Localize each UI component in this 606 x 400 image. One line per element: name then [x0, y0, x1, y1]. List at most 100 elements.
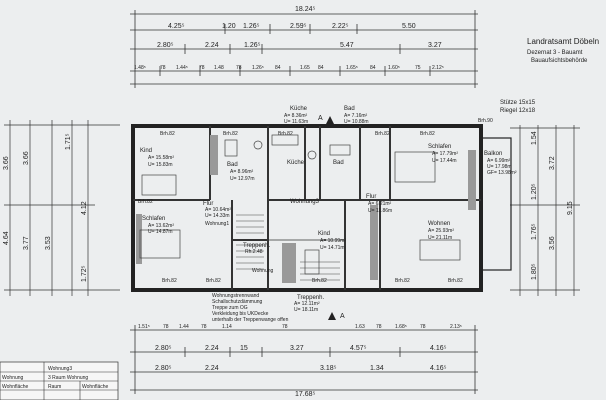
dim-b1-4: 1.14 [222, 324, 232, 330]
right-dimensions: 3.72 3.56 9.15 1.54 1.20⁵ 1.76⁵ 1.80⁵ [510, 125, 580, 296]
authority-stamp: Landratsamt Döbeln Dezernat 3 - Bauamt B… [527, 37, 599, 64]
room-schlafen-l-area: A= 13.62m² [148, 223, 174, 229]
wall-note-0: Wohnungstrennwand [212, 293, 259, 299]
section-label-top: A [318, 115, 323, 122]
room-bad1-area: A= 8.96m² [230, 169, 254, 175]
dim-b1-2: 1.44 [179, 324, 189, 330]
dim-t3-12: 1.60⁵ [388, 65, 400, 71]
room-bad2-name: Bad [333, 160, 344, 166]
room-bad-top-perim: U= 10.88m [344, 119, 369, 125]
room-kueche-top-perim: U= 11.63m [284, 119, 308, 125]
dim-t3-1: 78 [160, 65, 166, 71]
dim-t3-10: 1.65⁵ [346, 65, 358, 71]
dim-r2-2: 1.76⁵ [531, 223, 538, 240]
dim-t3-5: 78 [236, 65, 242, 71]
wall-note-1: Schallschutzdämmung [212, 299, 263, 305]
dim-b2-5: 4.16⁵ [430, 345, 447, 352]
room-treppen-l-name: Treppenh. [243, 243, 270, 249]
dim-b1-0: 1.51⁵ [138, 324, 150, 330]
dim-r-0: 3.72 [549, 156, 556, 170]
brh-1: Brh.82 [223, 131, 238, 137]
brh-7: Brh.82 [206, 278, 221, 284]
dim-l-2: 4.64 [3, 231, 10, 245]
dim-r2-0: 1.54 [531, 131, 538, 145]
room-kueche-top-name: Küche [290, 106, 308, 112]
dim-b3-4: 4.16⁵ [430, 365, 447, 372]
dim-t3-0: 1.48⁵ [134, 65, 146, 71]
dim-b1-10: 2.13⁵ [450, 324, 462, 330]
room-flur-l-name: Flur [203, 201, 213, 207]
room-bad1-perim: U= 12.97m [230, 176, 255, 182]
dim-t2-2: 1.26⁵ [244, 42, 261, 49]
dim-t2-0: 2.80⁵ [157, 42, 174, 49]
room-wohnen-name: Wohnen [428, 221, 450, 227]
room-flur-l-area: A= 10.64m² [205, 207, 231, 213]
area-table: Wohnung3 Wohnung 3 Raum Wohnung Wohnfläc… [0, 361, 119, 400]
dim-b3-0: 2.80⁵ [155, 365, 172, 372]
room-balkon-name: Balkon [484, 151, 502, 157]
dim-t3-9: 84 [318, 65, 324, 71]
top-dimensions: 18.24⁵ 4.25⁵ 1.20 1.26⁵ 2.59⁵ 2.22⁵ 5.50… [130, 6, 478, 88]
dim-b1-5: 78 [282, 324, 288, 330]
room-wohnen-area: A= 25.93m² [428, 228, 454, 234]
brh-9: Brh.82 [395, 278, 410, 284]
room-schlafen-l-name: Schlafen [142, 216, 165, 222]
dim-l-0: 3.66 [3, 156, 10, 170]
staircase [236, 214, 340, 281]
brh-11: Brh.90 [478, 118, 493, 124]
dim-b1-3: 78 [201, 324, 207, 330]
dim-b1-6: 1.63 [355, 324, 365, 330]
dim-b1-7: 78 [376, 324, 382, 330]
dim-b1-9: 78 [420, 324, 426, 330]
building-walls [131, 124, 512, 292]
room-treppen-b-name: Treppenh. [297, 295, 324, 301]
table-col1-sub: 3 Raum Wohnung [48, 375, 88, 381]
room-flur-r-name: Flur [366, 194, 376, 200]
dim-t2-3: 5.47 [340, 42, 354, 49]
dim-t3-4: 1.48 [214, 65, 224, 71]
dim-t3-8: 1.65 [300, 65, 310, 71]
brh-10: Brh.82 [448, 278, 463, 284]
dim-b1-1: 78 [163, 324, 169, 330]
room-wohnung1-name: Wohnung1 [205, 221, 229, 227]
brh-8: Brh.82 [312, 278, 327, 284]
dim-l3-2: 1.72⁵ [81, 265, 88, 282]
room-kind2-perim: U= 14.71m [320, 245, 345, 251]
dim-l3-0: 1.71⁵ [65, 133, 72, 150]
left-dimensions: 3.66 3.77 4.64 3.66 3.53 1.71⁵ 4.12 1.72… [3, 120, 120, 296]
room-schlafen-r-area: A= 17.79m² [432, 151, 458, 157]
dim-b3-3: 1.34 [370, 365, 384, 372]
stamp-line2: Dezernat 3 - Bauamt [527, 50, 583, 56]
room-wohnung-small-name: Wohnung [252, 268, 274, 274]
room-flur-l-perim: U= 14.33m [205, 213, 230, 219]
brh-0: Brh.82 [160, 131, 175, 137]
note-support-2: Riegel 12x18 [500, 108, 536, 114]
dim-t1-5: 5.50 [402, 23, 416, 30]
dim-t3-13: 75 [415, 65, 421, 71]
sill-height-labels: Brh.82 Brh.82 Brh.82 Brh.82 Brh.82 Brh.8… [138, 118, 493, 284]
room-wohnung3-name: Wohnung3 [290, 199, 320, 205]
section-label-bottom: A [340, 313, 345, 320]
dim-t3-2: 1.44⁵ [176, 65, 188, 71]
dim-t3-6: 1.26⁵ [252, 65, 264, 71]
room-balkon-perim: U= 17.98m [487, 164, 512, 170]
room-flur-r-area: A= 6.21m² [368, 201, 392, 207]
room-kind1-perim: U= 15.83m [148, 162, 173, 168]
room-labels: Kind A= 15.58m² U= 15.83m Bad A= 8.96m² … [140, 106, 517, 313]
furniture [139, 134, 461, 275]
dim-b2-0: 2.80⁵ [155, 345, 172, 352]
table-col1-r2: Raum [48, 384, 61, 390]
dim-b2-1: 2.24 [205, 345, 219, 352]
room-schlafen-r-name: Schlafen [428, 144, 451, 150]
brh-5: Brh.82 [138, 199, 153, 205]
wall-note-2: Treppe zum OG [212, 305, 248, 311]
dim-top-total: 18.24⁵ [295, 6, 316, 13]
dim-b3-1: 2.24 [205, 365, 219, 372]
section-marker: A A [318, 115, 345, 320]
room-schlafen-r-perim: U= 17.44m [432, 158, 457, 164]
room-kind1-name: Kind [140, 148, 152, 154]
room-balkon-area: A= 6.99m² [487, 158, 511, 164]
room-schlafen-l-perim: U= 14.87m [148, 229, 173, 235]
dim-b2-2: 15 [240, 345, 248, 352]
room-kueche-top-area: A= 8.36m² [284, 113, 308, 119]
